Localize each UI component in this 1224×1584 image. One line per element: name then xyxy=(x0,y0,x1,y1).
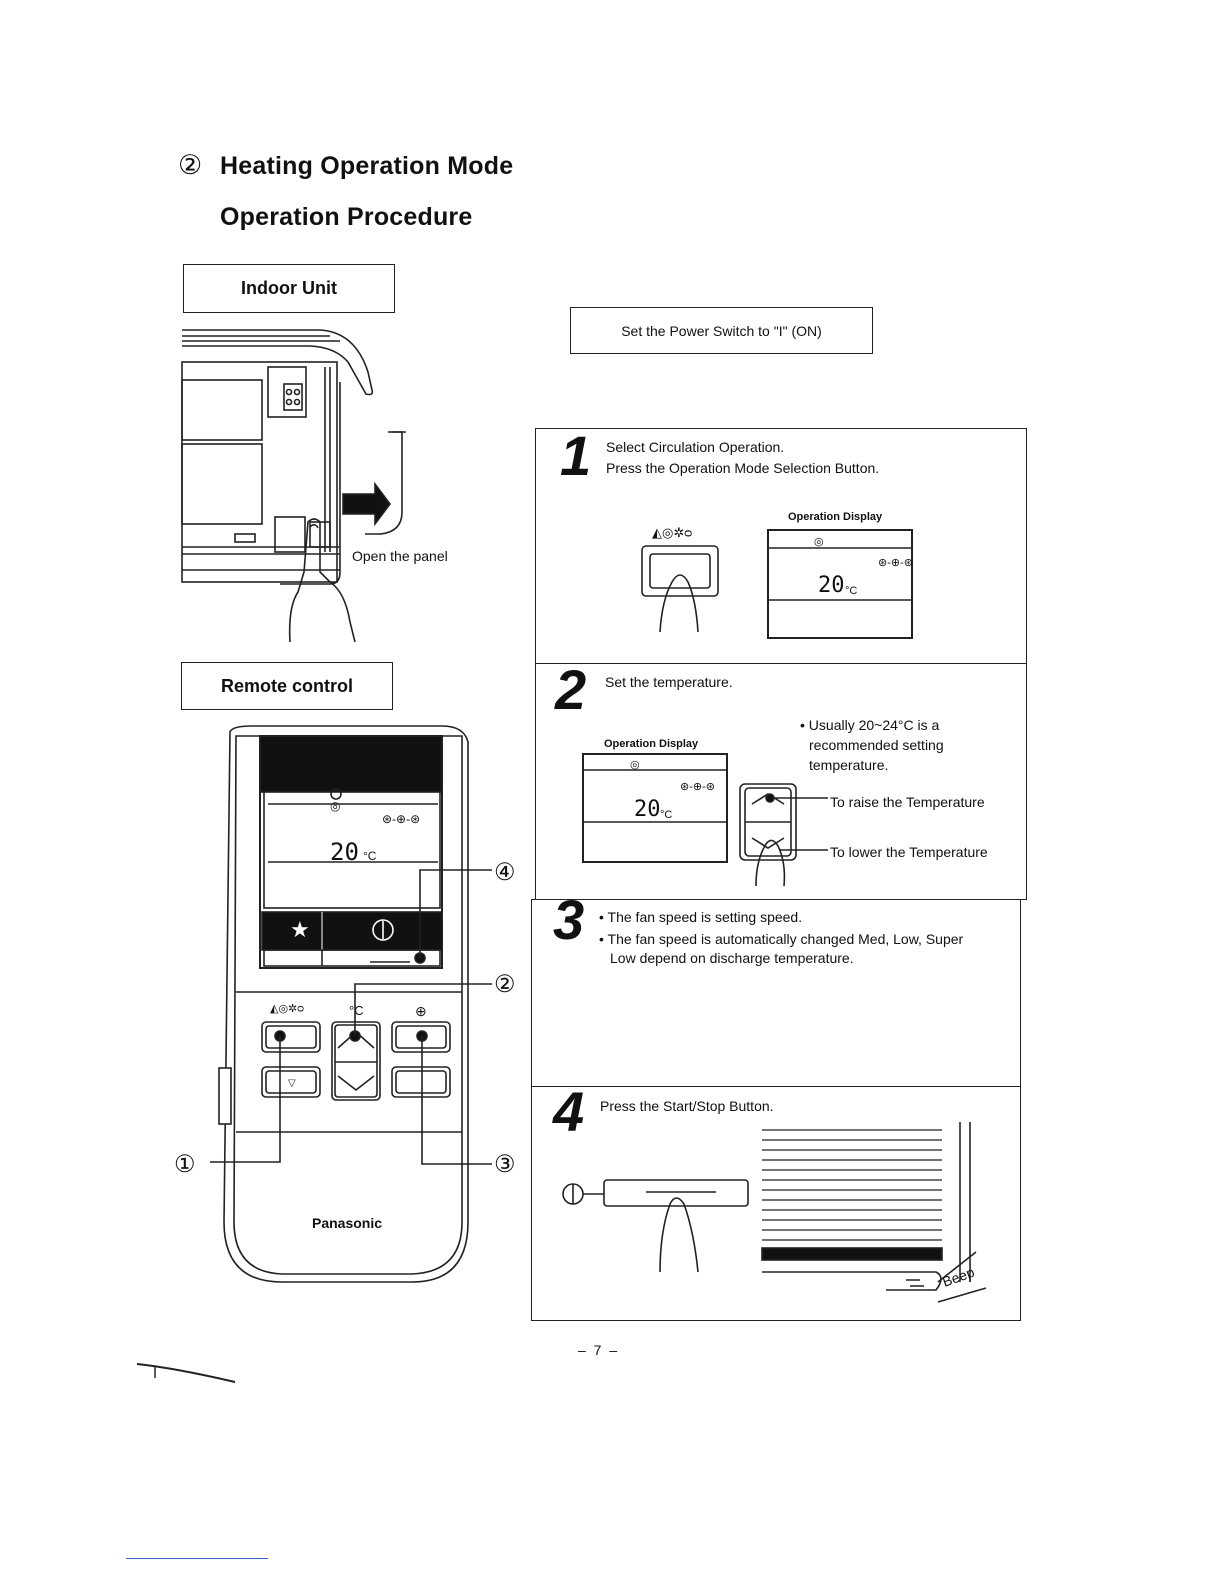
remote-lcd-unit: °C xyxy=(363,849,377,863)
power-switch-text: Set the Power Switch to "I" (ON) xyxy=(621,322,822,339)
step-4-line-1: Press the Start/Stop Button. xyxy=(600,1098,774,1114)
remote-control-illustration: ◭◎✲ᴑ °C ⊕ ◎ ⊛-⊕-⊛ ★ ▽ 20 °C ① ② ③ ④ Pana… xyxy=(174,725,516,1283)
svg-text:◭◎✲ᴑ: ◭◎✲ᴑ xyxy=(652,525,692,540)
bottom-rule xyxy=(126,1558,268,1559)
step-2-illustration: ◎ ⊛-⊕-⊛ 20 °C xyxy=(582,753,828,887)
svg-text:⊛-⊕-⊛: ⊛-⊕-⊛ xyxy=(878,557,913,569)
step-1-illustration: ◭◎✲ᴑ ◎ ⊛-⊕-⊛ 20 °C xyxy=(641,525,913,639)
svg-text:⊛-⊕-⊛: ⊛-⊕-⊛ xyxy=(680,781,715,793)
remote-control-label-box: Remote control xyxy=(181,662,393,710)
step-1-number: 1 xyxy=(560,424,592,487)
page-subtitle: Operation Procedure xyxy=(220,203,473,231)
step-2-unit: °C xyxy=(660,809,672,821)
indoor-unit-label-box: Indoor Unit xyxy=(183,264,395,313)
step-1-unit: °C xyxy=(845,585,857,597)
step-2-lower-label: To lower the Temperature xyxy=(830,844,988,860)
steps-panel-lower xyxy=(531,899,1021,1321)
svg-text:⊕: ⊕ xyxy=(415,1003,427,1019)
corner-mark xyxy=(136,1363,236,1383)
open-panel-caption: Open the panel xyxy=(352,548,448,564)
step-4-beep: Beep xyxy=(940,1264,976,1290)
remote-lcd-temp: 20 xyxy=(330,838,359,866)
step-1-temp: 20 xyxy=(818,573,845,598)
callout-2: ② xyxy=(494,971,516,998)
page-number: – 7 – xyxy=(578,1342,620,1358)
svg-text:°C: °C xyxy=(349,1003,364,1018)
svg-text:◎: ◎ xyxy=(330,799,340,813)
step-3-line-3: Low depend on discharge temperature. xyxy=(610,950,854,966)
step-2-line-1: Set the temperature. xyxy=(605,674,733,690)
step-2-number: 2 xyxy=(555,658,587,721)
step-3-line-2: • The fan speed is automatically changed… xyxy=(599,931,964,947)
step-2-temp: 20 xyxy=(634,797,661,822)
power-switch-box: Set the Power Switch to "I" (ON) xyxy=(570,307,873,354)
step-3-number: 3 xyxy=(553,888,585,951)
step-3-line-1: • The fan speed is setting speed. xyxy=(599,909,803,925)
step-2-note-2: recommended setting xyxy=(809,737,944,753)
step-2-display-label: Operation Display xyxy=(604,738,699,750)
indoor-unit-illustration xyxy=(181,329,406,643)
step-4-number: 4 xyxy=(553,1080,585,1143)
step-4-illustration: Beep xyxy=(562,1122,987,1303)
page-title: Heating Operation Mode xyxy=(220,152,514,180)
svg-text:◭◎✲ᴑ: ◭◎✲ᴑ xyxy=(270,1003,304,1015)
step-2-note-3: temperature. xyxy=(809,757,889,773)
step-2-note-1: • Usually 20~24°C is a xyxy=(800,717,940,733)
svg-text:⊛-⊕-⊛: ⊛-⊕-⊛ xyxy=(382,812,420,826)
svg-text:◎: ◎ xyxy=(630,759,640,771)
step-2-raise-label: To raise the Temperature xyxy=(830,794,985,810)
indoor-unit-label: Indoor Unit xyxy=(241,278,337,298)
step-divider xyxy=(531,1086,1021,1087)
heading-number: ② xyxy=(178,150,203,180)
step-1-line-1: Select Circulation Operation. xyxy=(606,439,785,455)
step-divider xyxy=(535,663,1027,664)
callout-3: ③ xyxy=(494,1151,516,1178)
callout-1: ① xyxy=(174,1151,196,1178)
remote-control-label: Remote control xyxy=(220,675,353,696)
remote-brand: Panasonic xyxy=(312,1215,382,1231)
svg-text:★: ★ xyxy=(290,917,310,942)
step-1-line-2: Press the Operation Mode Selection Butto… xyxy=(606,460,880,476)
svg-text:◎: ◎ xyxy=(814,536,824,548)
callout-4: ④ xyxy=(494,859,516,886)
svg-text:▽: ▽ xyxy=(288,1078,296,1089)
step-1-display-label: Operation Display xyxy=(788,511,883,523)
